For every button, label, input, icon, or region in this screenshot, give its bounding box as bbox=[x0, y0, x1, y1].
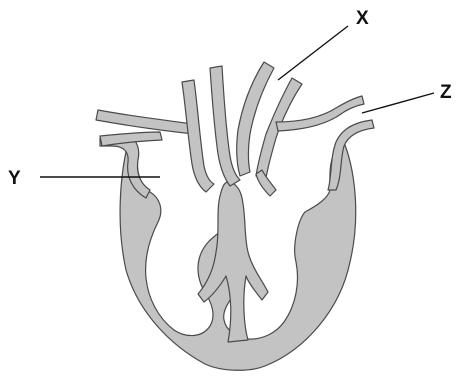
x-leader-line bbox=[278, 26, 348, 80]
central-vessel bbox=[210, 66, 240, 186]
upper-left-vessel bbox=[96, 110, 194, 134]
label-y: Y bbox=[8, 168, 21, 189]
label-z: Z bbox=[440, 82, 452, 103]
left-ascending-vessel bbox=[182, 80, 214, 192]
label-x: X bbox=[356, 8, 369, 29]
z-leader-line bbox=[362, 93, 434, 113]
